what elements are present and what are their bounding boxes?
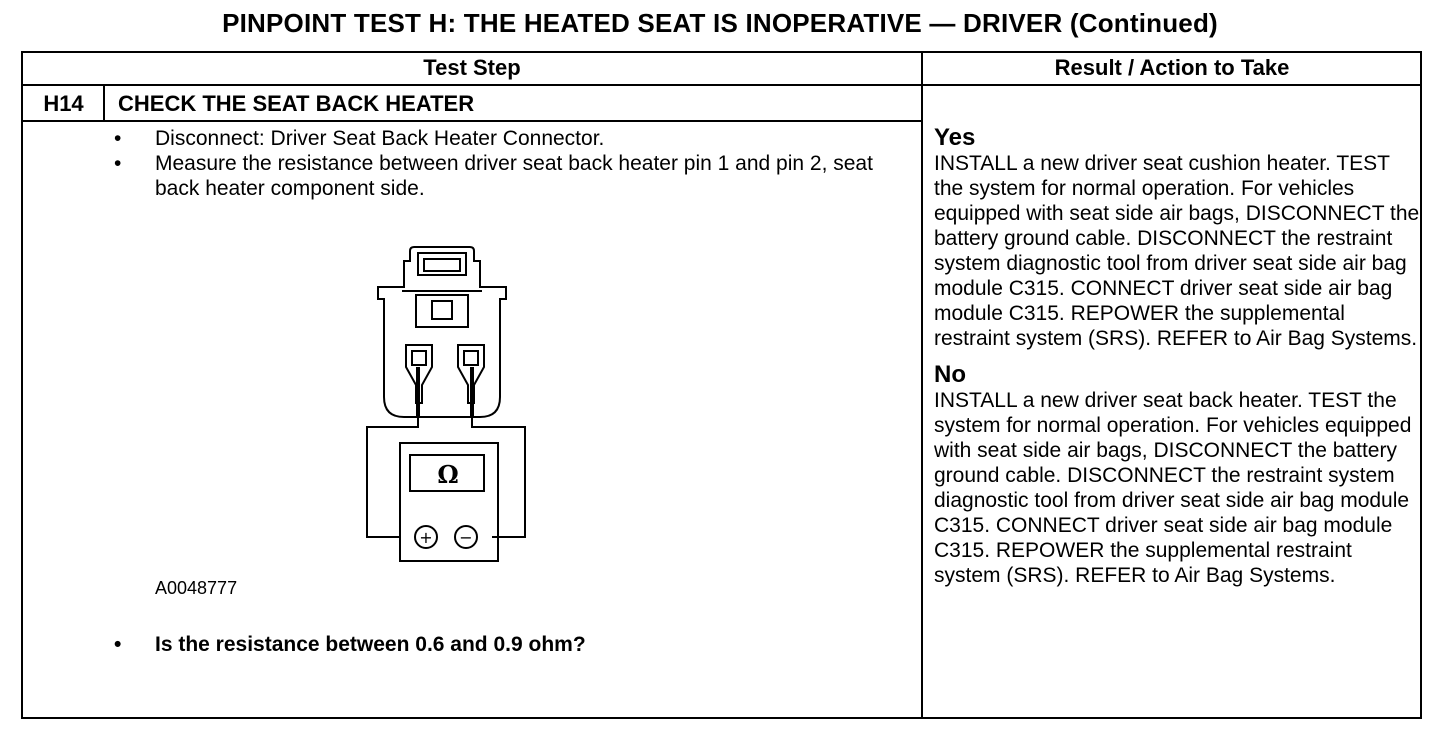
step-title: CHECK THE SEAT BACK HEATER bbox=[118, 91, 475, 116]
step-question: • Is the resistance between 0.6 and 0.9 … bbox=[114, 632, 894, 657]
pin-1-icon bbox=[405, 344, 433, 404]
test-table bbox=[21, 51, 1422, 719]
plus-label: + bbox=[419, 528, 432, 547]
question-text: Is the resistance between 0.6 and 0.9 oh… bbox=[155, 633, 586, 656]
result-no-text: INSTALL a new driver seat back heater. T… bbox=[934, 389, 1412, 587]
header-result-action: Result / Action to Take bbox=[1054, 55, 1290, 80]
ohm-symbol: Ω bbox=[437, 460, 458, 489]
minus-terminal-icon bbox=[454, 525, 478, 549]
multimeter bbox=[399, 442, 499, 562]
instruction-text: Measure the resistance between driver se… bbox=[155, 152, 873, 200]
result-yes-label: Yes bbox=[934, 124, 976, 151]
result-yes-text: INSTALL a new driver seat cushion heater… bbox=[934, 152, 1420, 350]
step-row-divider bbox=[21, 120, 922, 122]
connector-housing bbox=[377, 246, 507, 418]
bullet-icon: • bbox=[114, 633, 122, 656]
instruction-item: • Disconnect: Driver Seat Back Heater Co… bbox=[114, 126, 894, 151]
header-test-step: Test Step bbox=[423, 55, 521, 80]
header-divider bbox=[21, 84, 1422, 86]
column-divider bbox=[921, 51, 923, 719]
instruction-item: • Measure the resistance between driver … bbox=[114, 151, 894, 201]
connector-meter-diagram: Ω + − bbox=[366, 246, 526, 562]
meter-wire bbox=[471, 411, 526, 538]
meter-wire bbox=[366, 411, 419, 538]
step-instructions: • Disconnect: Driver Seat Back Heater Co… bbox=[114, 126, 894, 201]
result-actions: Yes INSTALL a new driver seat cushion he… bbox=[934, 124, 1420, 588]
figure-id: A0048777 bbox=[155, 578, 238, 598]
instruction-text: Disconnect: Driver Seat Back Heater Conn… bbox=[155, 127, 605, 150]
step-id-divider bbox=[103, 84, 105, 121]
plus-terminal-icon bbox=[414, 525, 438, 549]
lock-tab-icon bbox=[417, 252, 467, 276]
bullet-icon: • bbox=[114, 127, 122, 150]
meter-display bbox=[409, 454, 485, 492]
bullet-icon: • bbox=[114, 152, 122, 175]
result-no-label: No bbox=[934, 361, 966, 388]
page-title: PINPOINT TEST H: THE HEATED SEAT IS INOP… bbox=[222, 8, 1218, 38]
minus-label: − bbox=[459, 528, 472, 547]
step-id: H14 bbox=[43, 91, 84, 116]
